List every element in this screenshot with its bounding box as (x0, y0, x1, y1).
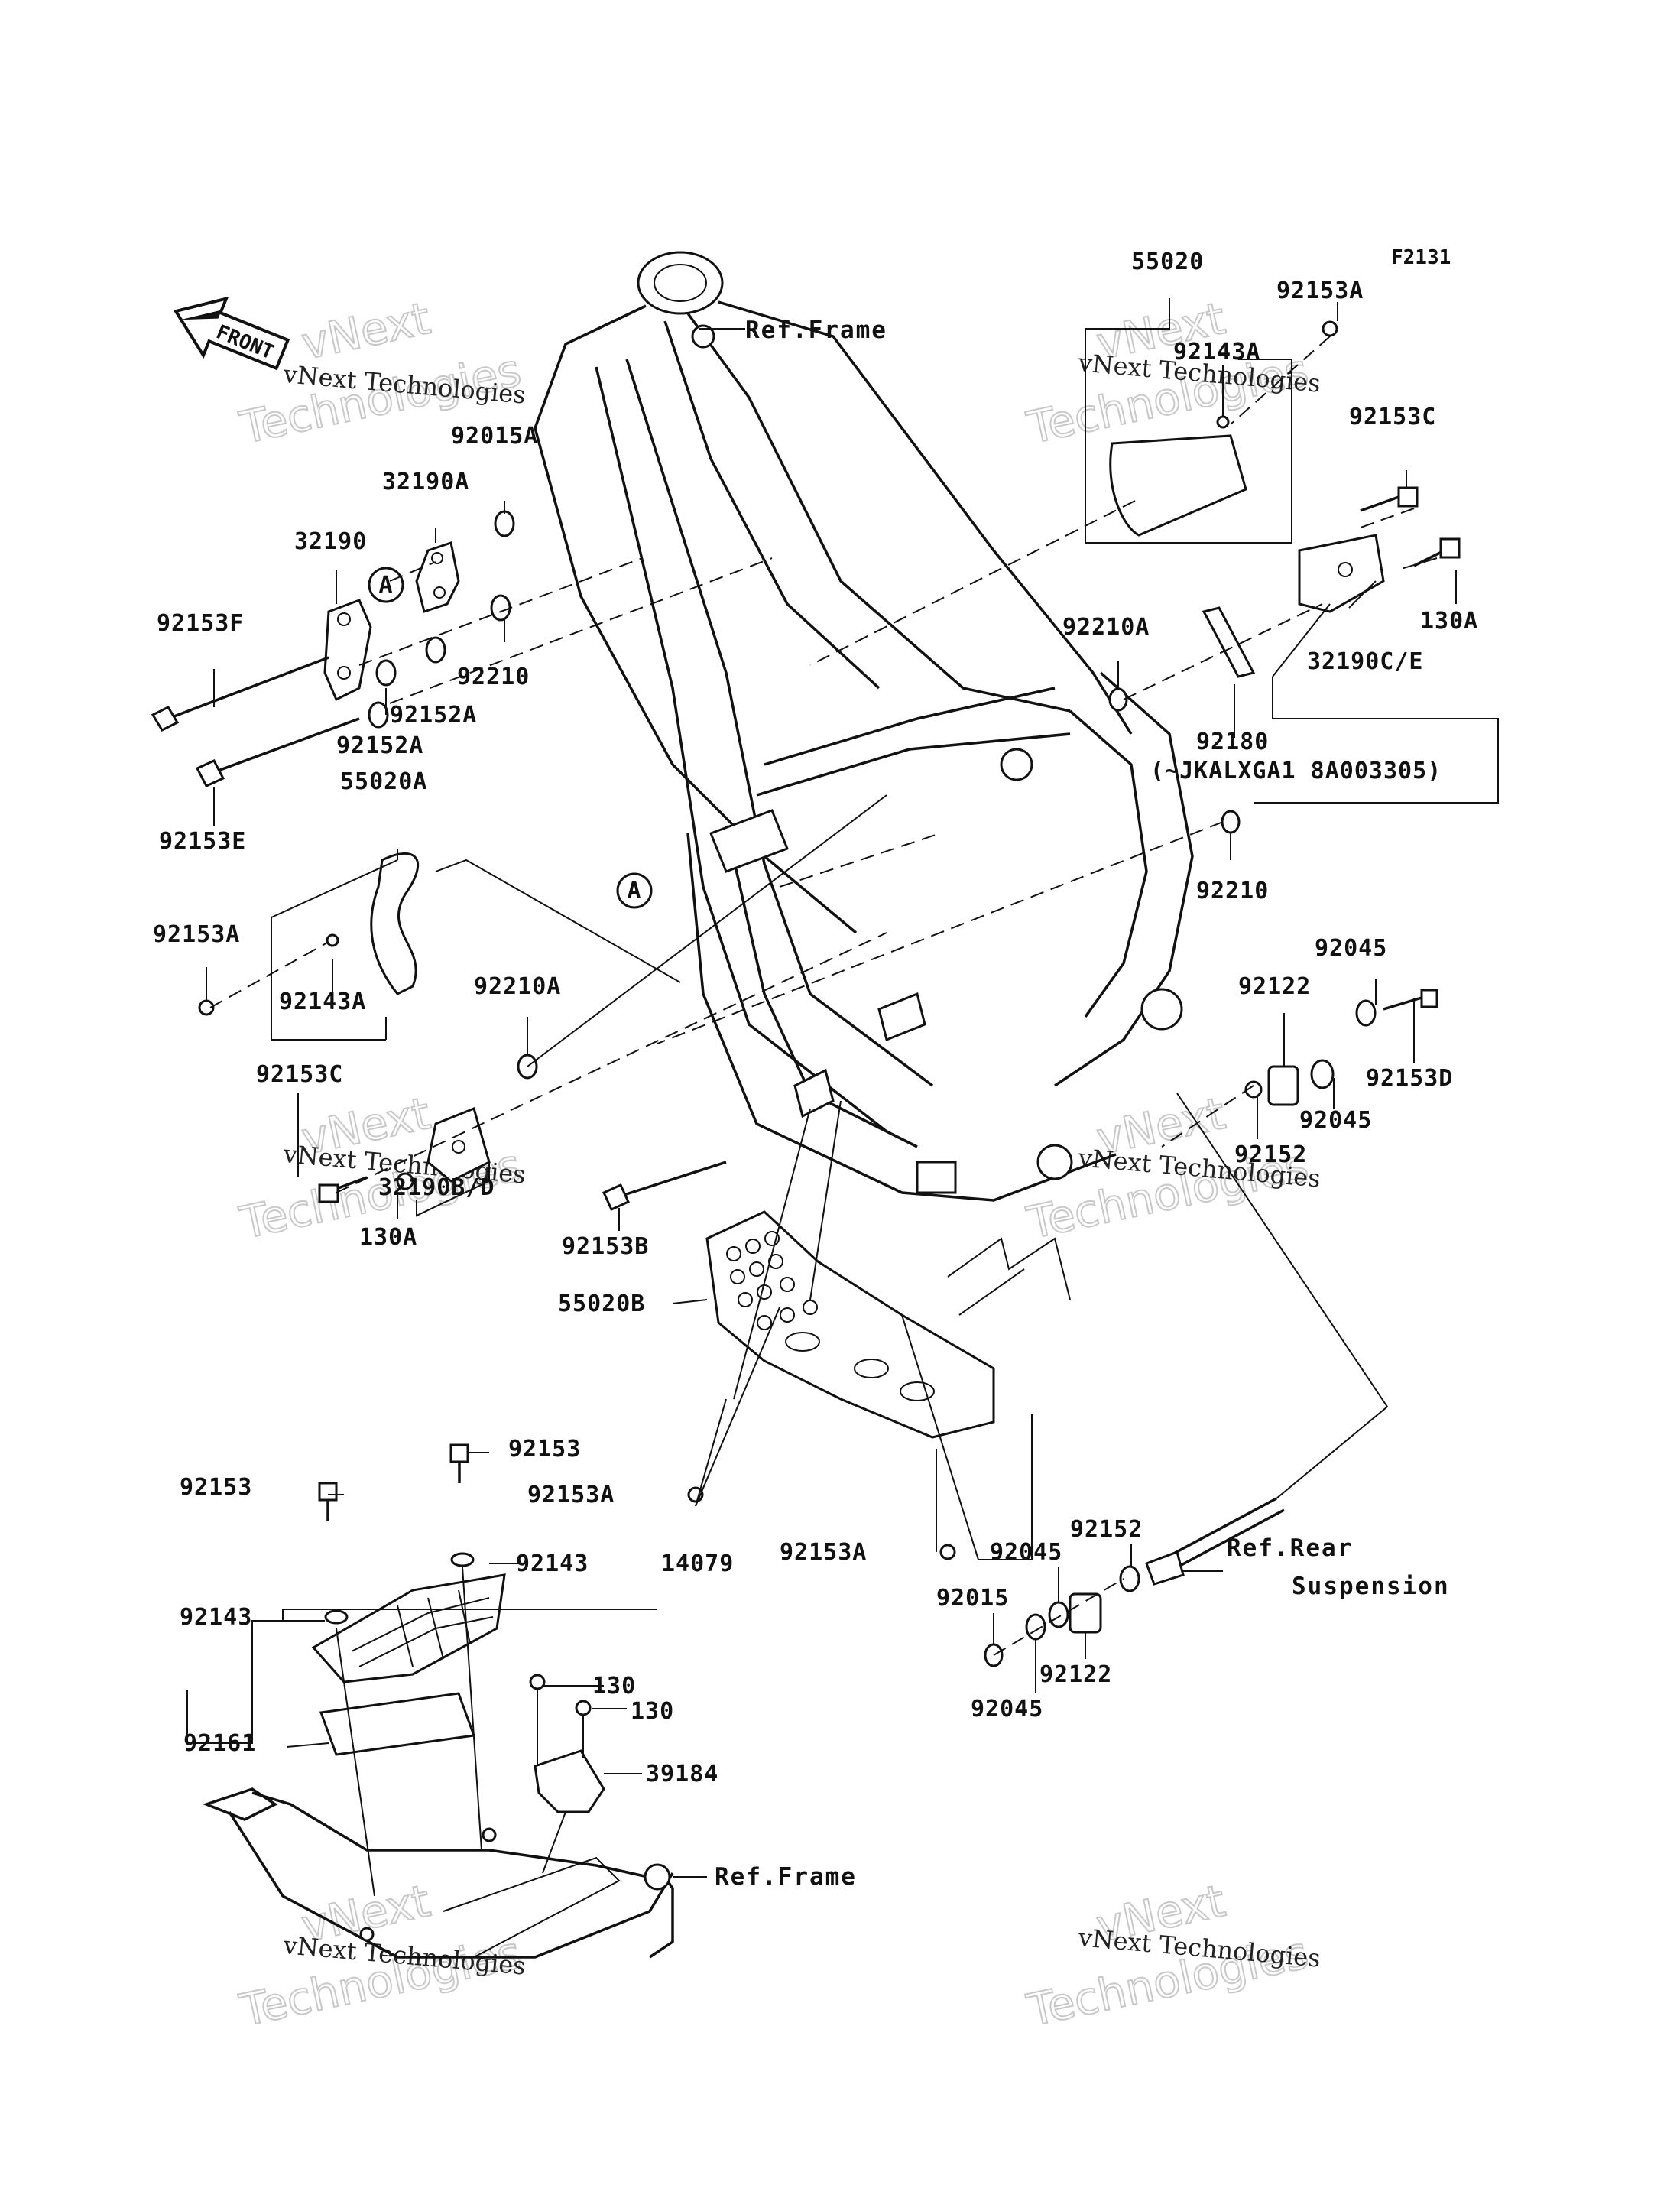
label-92153A-low: 92153A (780, 1539, 867, 1566)
label-92122-a: 92122 (1238, 973, 1311, 1000)
label-92045-a: 92045 (1315, 935, 1387, 962)
watermark-bottom-left: vNext Technologies vNext Technologies (235, 1874, 527, 2037)
label-32190BD: 32190B/D (378, 1174, 495, 1201)
label-92153C-top: 92153C (1349, 404, 1436, 430)
label-92143A-top: 92143A (1173, 339, 1260, 365)
label-130A-left: 130A (359, 1224, 417, 1251)
label-32190A: 32190A (382, 469, 469, 495)
svg-text:vNext: vNext (297, 292, 435, 370)
label-92161: 92161 (183, 1730, 256, 1757)
collar-stack-right (1244, 989, 1438, 1106)
label-14079: 14079 (661, 1550, 734, 1577)
bolt-92153F (151, 656, 329, 732)
label-92153-b: 92153 (180, 1474, 252, 1501)
bolt-130A-left (396, 1172, 414, 1190)
label-92153-a: 92153 (508, 1436, 581, 1463)
figure-code: F2131 (1391, 246, 1451, 269)
ref-labels: Ref.Frame Ref.Frame Ref.Rear Suspension (715, 317, 1450, 1891)
watermark-top-right: vNext Technologies vNext Technologies (1022, 291, 1322, 455)
label-92015: 92015 (936, 1585, 1009, 1612)
bracket-32190BD (426, 1106, 491, 1183)
label-92045-d: 92045 (971, 1696, 1043, 1722)
label-92045-c: 92045 (990, 1539, 1062, 1566)
label-92015A: 92015A (451, 423, 538, 450)
label-92180-note: (~JKALXGA1 8A003305) (1150, 758, 1442, 784)
pad-92161 (319, 1692, 476, 1756)
callout-a-top: A (368, 567, 404, 603)
label-92153F: 92153F (157, 610, 244, 637)
label-92153A-left: 92153A (153, 921, 240, 948)
label-92153A-top: 92153A (1276, 278, 1364, 304)
ref-rear-suspension-2: Suspension (1292, 1573, 1450, 1600)
shaft-rear-suspension (984, 1497, 1285, 1667)
small-fasteners-top-left (368, 510, 515, 729)
leader-lines (186, 298, 1499, 1897)
label-92152A-2: 92152A (336, 732, 423, 759)
label-92153D: 92153D (1366, 1065, 1453, 1092)
label-92210-right: 92210 (1196, 878, 1269, 904)
label-55020: 55020 (1131, 248, 1204, 275)
label-32190CE: 32190C/E (1307, 648, 1424, 675)
bracket-32190CE (1298, 534, 1385, 613)
grommet-92143-a (324, 1609, 349, 1625)
svg-text:A: A (627, 878, 641, 904)
label-92143-b: 92143 (180, 1604, 252, 1631)
bolt-92153B (602, 1161, 727, 1211)
plate-92180 (1202, 606, 1256, 678)
bolt-130A-right (1413, 537, 1461, 567)
label-92122-b: 92122 (1039, 1661, 1112, 1688)
label-92153C-left: 92153C (256, 1061, 343, 1088)
label-92045-b: 92045 (1299, 1107, 1372, 1134)
ref-rear-suspension-1: Ref.Rear (1227, 1534, 1353, 1562)
label-92210-left: 92210 (457, 664, 530, 690)
callout-a-frame: A (616, 872, 653, 909)
label-92153A-mid: 92153A (527, 1482, 615, 1508)
ref-frame-top: Ref.Frame (745, 317, 887, 344)
grommet-92143-b (450, 1552, 475, 1567)
svg-text:A: A (378, 572, 393, 599)
label-92180: 92180 (1196, 729, 1269, 755)
ref-frame-bottom: Ref.Frame (715, 1863, 857, 1891)
guard-14079 (311, 1573, 506, 1683)
watermark-bottom-right: vNext Technologies vNext Technologies (1022, 1874, 1322, 2037)
nut-92210A-right (1108, 687, 1128, 712)
label-92152A-1: 92152A (390, 702, 477, 729)
label-92153E: 92153E (159, 828, 246, 855)
label-130-b: 130 (631, 1698, 674, 1725)
label-92153B: 92153B (562, 1233, 649, 1260)
frame-rear-section (202, 1787, 674, 1959)
label-92152-bottom: 92152 (1070, 1516, 1143, 1543)
bracket-32190 (323, 541, 460, 702)
bolt-92153E (195, 717, 360, 787)
label-92210A-left: 92210A (474, 973, 561, 1000)
front-arrow-icon: FRONT (173, 296, 290, 371)
label-92143A-left: 92143A (279, 989, 366, 1015)
bolt-92153C-left (318, 1176, 368, 1203)
label-92210A-right: 92210A (1062, 614, 1150, 641)
cover-55020 (1109, 320, 1338, 537)
skid-plate-55020B (687, 1210, 995, 1560)
cover-55020A (198, 852, 420, 1016)
label-92143-a: 92143 (516, 1550, 589, 1577)
label-92152-mid: 92152 (1234, 1141, 1307, 1168)
label-32190: 32190 (294, 528, 367, 555)
main-frame (534, 251, 1194, 1202)
label-130A-right: 130A (1420, 608, 1478, 635)
label-39184: 39184 (646, 1761, 718, 1787)
label-55020B: 55020B (558, 1291, 645, 1317)
bracket-39184 (529, 1674, 605, 1813)
nut-92210-right (1221, 810, 1241, 834)
bolts-92153-guard (318, 1443, 469, 1521)
bolt-92153C-top (1360, 486, 1419, 512)
label-130-a: 130 (592, 1673, 636, 1700)
label-55020A: 55020A (340, 768, 427, 795)
part-labels: 55020 92153A 92143A 92153C 130A 32190C/E… (153, 248, 1478, 1787)
